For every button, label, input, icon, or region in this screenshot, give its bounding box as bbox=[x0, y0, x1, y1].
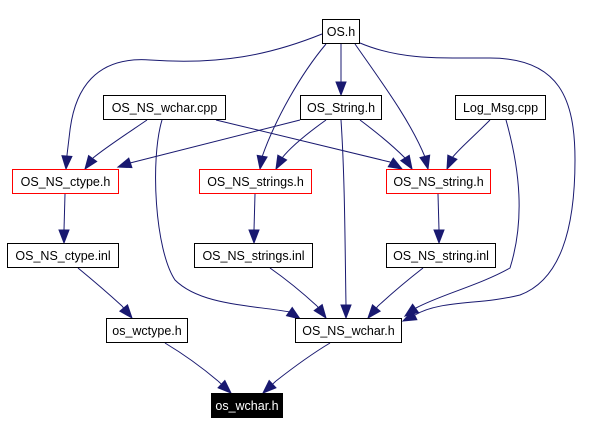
edge-os_ns_wchar_cpp-to-os_ns_ctype_h bbox=[92, 119, 148, 159]
edge-os_ns_wchar_cpp-to-os_ns_wchar_h bbox=[155, 119, 291, 313]
edge-tail-os_ns_wchar_h-to-os_wchar_h bbox=[272, 380, 277, 385]
node-os-wctype-h[interactable]: os_wctype.h bbox=[106, 318, 188, 343]
arrowhead-os_ns_string_h bbox=[419, 154, 431, 171]
edge-tail-os_wctype_h-to-os_wchar_h bbox=[217, 380, 222, 385]
edge-os_ns_wchar_cpp-to-os_ns_string_h bbox=[215, 119, 391, 163]
arrowhead-os_ns_string_h bbox=[399, 154, 413, 171]
edge-os_ns_wchar_h-to-os_wchar_h bbox=[275, 342, 331, 382]
arrowhead-os_wctype_h bbox=[118, 303, 133, 320]
arrowhead-os_ns_string_h bbox=[446, 154, 458, 171]
node-os-ns-string-inl[interactable]: OS_NS_string.inl bbox=[386, 243, 496, 268]
arrowhead-os_ns_ctype_inl bbox=[58, 229, 70, 245]
edge-log_msg_cpp-to-os_ns_wchar_h bbox=[415, 119, 520, 309]
edge-os_ns_ctype_inl-to-os_wctype_h bbox=[77, 267, 123, 307]
arrowhead-os_ns_wchar_h bbox=[367, 303, 382, 320]
node-os-ns-strings-inl[interactable]: OS_NS_strings.inl bbox=[194, 243, 313, 268]
node-os-ns-strings-h[interactable]: OS_NS_strings.h bbox=[199, 169, 312, 194]
edge-os_ns_strings_inl-to-os_ns_wchar_h bbox=[269, 267, 318, 307]
node-log-msg-cpp[interactable]: Log_Msg.cpp bbox=[455, 95, 546, 120]
edge-os_ns_string_h-to-os_ns_string_inl bbox=[437, 193, 440, 231]
edge-os_wctype_h-to-os_wchar_h bbox=[164, 342, 219, 382]
node-os-ns-ctype-h[interactable]: OS_NS_ctype.h bbox=[12, 169, 119, 194]
arrowhead-os_ns_wchar_h bbox=[340, 304, 352, 320]
arrowhead-os_wchar_h bbox=[217, 379, 233, 394]
node-os-ns-wchar-h[interactable]: OS_NS_wchar.h bbox=[295, 318, 402, 343]
arrowhead-os_string_h bbox=[335, 81, 347, 97]
edge-os_ns_ctype_h-to-os_ns_ctype_inl bbox=[63, 193, 66, 231]
arrowhead-os_ns_string_inl bbox=[433, 229, 445, 245]
node-os-wchar-h: os_wchar.h bbox=[211, 393, 283, 418]
arrowhead-os_ns_wchar_h bbox=[285, 306, 302, 320]
edge-os_ns_string_inl-to-os_ns_wchar_h bbox=[377, 267, 424, 307]
arrowhead-os_ns_string_h bbox=[387, 157, 404, 170]
node-os-ns-string-h[interactable]: OS_NS_string.h bbox=[386, 169, 491, 194]
arrowhead-os_ns_ctype_h bbox=[116, 157, 133, 169]
arrowhead-os_ns_strings_h bbox=[275, 154, 288, 171]
edge-os_string_h-to-os_ns_strings_h bbox=[281, 119, 327, 159]
node-os-string-h[interactable]: OS_String.h bbox=[300, 95, 382, 120]
edge-os_ns_strings_h-to-os_ns_strings_inl bbox=[253, 193, 256, 231]
edge-log_msg_cpp-to-os_ns_string_h bbox=[451, 119, 491, 159]
edge-os_string_h-to-os_ns_wchar_h bbox=[340, 119, 347, 306]
edge-os_string_h-to-os_ns_ctype_h bbox=[129, 119, 301, 164]
edge-os_h-to-os_ns_string_h bbox=[354, 43, 426, 158]
arrowhead-os_ns_strings_h bbox=[256, 154, 268, 171]
arrowhead-os_ns_ctype_h bbox=[61, 155, 73, 171]
arrowhead-os_ns_wchar_h bbox=[313, 303, 327, 320]
arrowhead-os_wchar_h bbox=[261, 379, 277, 394]
node-os-ns-wchar-cpp[interactable]: OS_NS_wchar.cpp bbox=[103, 95, 226, 120]
node-os-h[interactable]: OS.h bbox=[322, 19, 360, 44]
edge-os_string_h-to-os_ns_string_h bbox=[359, 119, 406, 159]
arrowhead-os_ns_wchar_h bbox=[403, 303, 420, 317]
arrowhead-os_ns_ctype_h bbox=[84, 154, 98, 171]
node-os-ns-ctype-inl[interactable]: OS_NS_ctype.inl bbox=[7, 243, 119, 268]
edge-os_h-to-os_ns_strings_h bbox=[261, 43, 327, 158]
edge-os_h-to-os_ns_wchar_h bbox=[359, 42, 576, 316]
edge-os_h-to-os_ns_ctype_h bbox=[66, 33, 323, 156]
arrowhead-os_ns_strings_inl bbox=[248, 229, 260, 245]
